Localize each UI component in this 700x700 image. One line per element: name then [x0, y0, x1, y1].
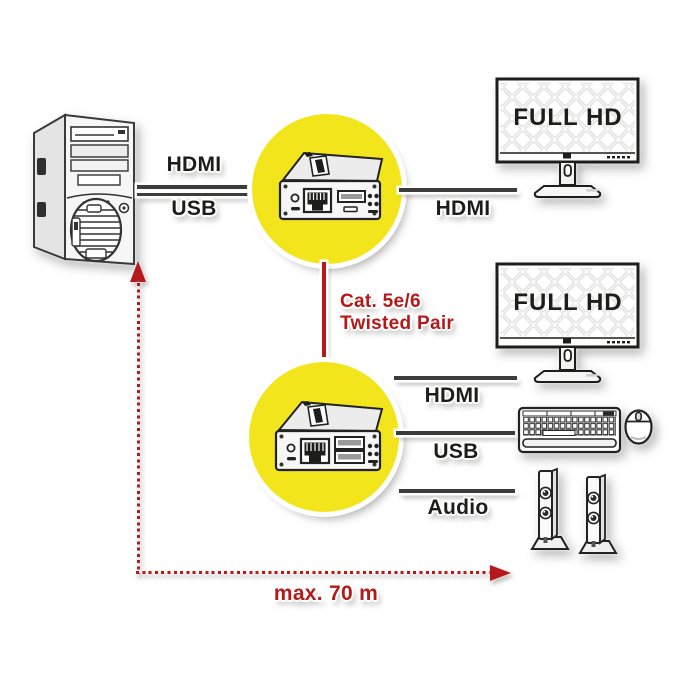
cat-cable-label-line2: Twisted Pair: [340, 312, 455, 334]
audio-cable-line: [399, 489, 515, 493]
monitor-icon-bottom: [495, 262, 640, 383]
hdmi-cable-pc-line: [137, 185, 258, 189]
usb-cable-devices-line: [396, 431, 515, 435]
hdmi-cable-monitor2-line: [394, 376, 517, 380]
extender-receiver-icon: [274, 400, 384, 472]
full-hd-label-bottom: FULL HD: [513, 289, 623, 316]
cat-cable-label-line1: Cat. 5e/6: [340, 291, 421, 312]
audio-label: Audio: [427, 496, 489, 519]
distance-arrow-right-head: [490, 564, 511, 581]
keyboard-icon: [517, 406, 622, 454]
cat-cable-line: [322, 262, 326, 365]
usb-label-devices: USB: [433, 440, 479, 463]
pc-tower-icon: [33, 113, 135, 266]
full-hd-label-top: FULL HD: [513, 104, 623, 131]
usb-cable-pc-line: [137, 192, 258, 196]
hdmi-label-monitor2: HDMI: [424, 384, 480, 407]
cat-cable-label: Cat. 5e/6 Twisted Pair: [340, 291, 454, 334]
monitor-icon-top: [495, 77, 640, 198]
speakers-icon: [530, 467, 618, 554]
hdmi-cable-monitor1-line: [399, 188, 517, 192]
distance-arrow-vertical-line: [136, 283, 140, 574]
max-distance-label: max. 70 m: [273, 582, 379, 605]
mouse-icon: [624, 409, 653, 445]
usb-label-pc: USB: [171, 197, 217, 220]
distance-arrow-up-head: [130, 261, 146, 282]
distance-arrow-horizontal-line: [136, 571, 490, 574]
hdmi-label-monitor1: HDMI: [435, 197, 491, 220]
extender-transmitter-icon: [278, 151, 384, 221]
hdmi-label-pc: HDMI: [166, 153, 222, 176]
